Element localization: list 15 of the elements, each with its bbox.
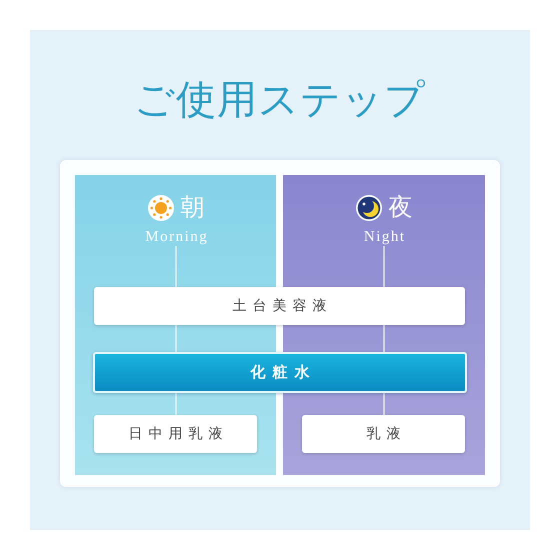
title: ご使用ステップ — [134, 76, 426, 124]
connector-line — [383, 325, 385, 352]
connector-line — [383, 393, 385, 415]
connector-line — [175, 393, 177, 415]
connector-line — [175, 246, 177, 287]
step-box: 乳液 — [302, 415, 465, 453]
column-subheading: Morning — [144, 228, 208, 246]
step-box: 日中用乳液 — [94, 415, 257, 453]
highlighted-step-box: 化粧水 — [93, 352, 467, 393]
connector-line — [383, 246, 385, 287]
column-heading: 朝 — [180, 194, 204, 222]
column-heading: 夜 — [388, 194, 412, 222]
column-subheading: Night — [362, 228, 406, 246]
step-box: 土台美容液 — [94, 287, 465, 325]
connector-line — [175, 325, 177, 352]
